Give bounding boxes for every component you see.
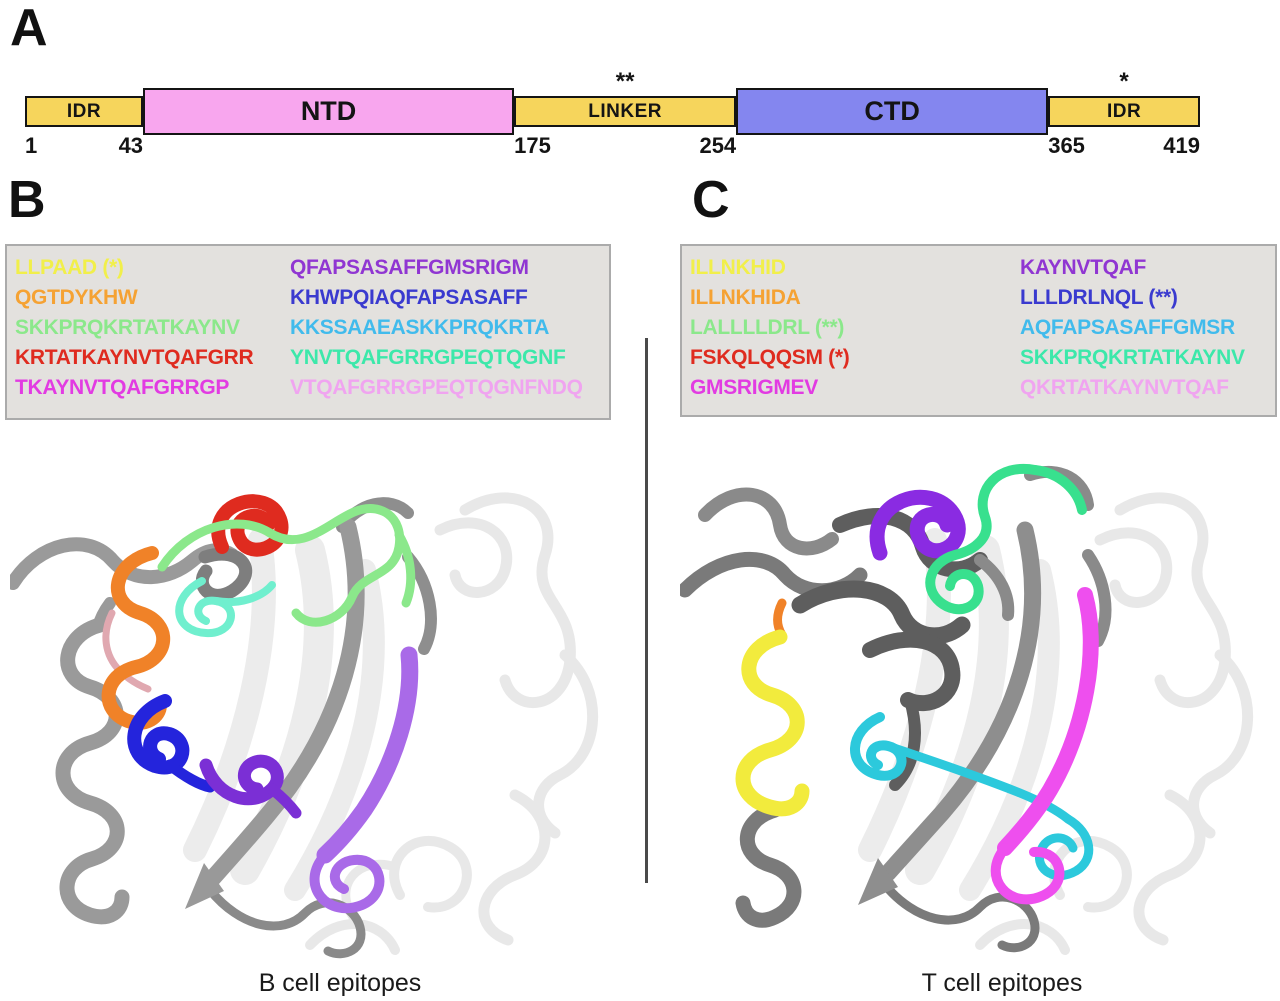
domain-architecture-bar: IDR NTD LINKER ** CTD IDR * [25, 68, 1200, 135]
epitope-sequence: YNVTQAFGRRGPEQTQGNF [290, 346, 566, 369]
b-epitope-column-2: QFAPSASAFFGMSRIGM KHWPQIAQFAPSASAFF KKSSAA… [290, 253, 583, 403]
epitope-sequence: LLPAAD (*) [15, 256, 124, 279]
epitope-sequence: KKSSAAEASKKPRQKRTA [290, 316, 550, 339]
beta-strand-arrowhead [185, 863, 224, 909]
epitope-sequence: ILLNKHID [690, 256, 786, 279]
residue-tick-254: 254 [699, 133, 737, 158]
t-cell-structure [677, 455, 1280, 965]
epitope-ribbon-springgreen [925, 463, 1087, 615]
domain-label: CTD [864, 96, 920, 126]
epitope-ribbon-aqua [175, 577, 276, 638]
epitope-sequence: SKKPRQKRTATKAYNV [15, 316, 240, 339]
t-ribbon-svg [677, 463, 1254, 955]
domain-box-idr-4: IDR * [1048, 68, 1200, 127]
residue-tick-365: 365 [1048, 133, 1085, 158]
residue-tick-labels: 1 43 175 254 365 419 [25, 133, 1200, 159]
residue-tick-419: 419 [1163, 133, 1200, 158]
domain-box-ntd-1: NTD [143, 88, 515, 135]
residue-tick-43: 43 [118, 133, 144, 158]
panel-c-label: C [692, 171, 730, 229]
epitope-sequence: VTQAFGRRGPEQTQGNFNDQ [290, 376, 583, 399]
panel-a-label: A [10, 0, 48, 57]
epitope-sequence: QKRTATKAYNVTQAF [1020, 376, 1229, 399]
epitope-ribbon-green [157, 504, 416, 627]
domain-box-ctd-3: CTD [736, 88, 1049, 135]
panel-b-label: B [8, 171, 46, 229]
ghost-beta-sheet [858, 528, 1060, 901]
ghost-protomer [305, 492, 599, 955]
residue-tick-175: 175 [514, 133, 551, 158]
panel-divider-line [645, 338, 648, 883]
epitope-sequence: KHWPQIAQFAPSASAFF [290, 286, 528, 309]
domain-annotation-asterisk: * [1119, 68, 1129, 95]
t-epitope-column-2: KAYNVTQAF LLLDRLNQL (**) AQFAPSASAFFGMSR SK… [1020, 253, 1245, 403]
epitope-sequence: GMSRIGMEV [690, 376, 818, 399]
epitope-ribbon-darkviolet [199, 754, 302, 819]
epitope-sequence: QFAPSASAFFGMSRIGM [290, 256, 529, 279]
epitope-sequence: LALLLLDRL (**) [690, 316, 845, 339]
domain-box-idr-0: IDR [25, 96, 144, 127]
t-cell-epitope-box: ILLNKHID ILLNKHIDA LALLLLDRL (**) FSKQLQQSM… [680, 244, 1277, 417]
t-epitope-column-1: ILLNKHID ILLNKHIDA LALLLLDRL (**) FSKQLQQSM… [690, 253, 850, 403]
b-ribbon-svg [6, 492, 599, 959]
epitope-ribbon-cyan [850, 712, 1094, 881]
domain-label: IDR [66, 100, 102, 122]
epitope-ribbon-violet-strand [309, 646, 419, 914]
residue-tick-1: 1 [25, 133, 38, 158]
epitope-sequence: AQFAPSASAFFGMSR [1020, 316, 1235, 339]
epitope-sequence: FSKQLQQSM (*) [690, 346, 850, 369]
epitope-sequence: SKKPRQKRTATKAYNV [1020, 346, 1245, 369]
epitope-sequence: ILLNKHIDA [690, 286, 801, 309]
b-cell-epitope-box: LLPAAD (*) QGTDYKHW SKKPRQKRTATKAYNV KRTATK… [5, 244, 611, 420]
domain-label: IDR [1106, 100, 1142, 122]
epitope-sequence: TKAYNVTQAFGRRGP [15, 376, 230, 399]
epitope-sequence: QGTDYKHW [15, 286, 138, 309]
epitope-sequence: KAYNVTQAF [1020, 256, 1147, 279]
domain-annotation-asterisk: ** [615, 68, 635, 95]
domain-label: NTD [300, 96, 357, 126]
b-epitope-column-1: LLPAAD (*) QGTDYKHW SKKPRQKRTATKAYNV KRTATK… [15, 253, 254, 403]
epitope-ribbon-magenta [990, 587, 1099, 905]
domain-label: LINKER [588, 100, 662, 122]
b-cell-structure [6, 465, 630, 965]
domain-box-linker-2: LINKER ** [514, 68, 737, 127]
epitope-sequence: LLLDRLNQL (**) [1020, 286, 1178, 309]
t-cell-caption: T cell epitopes [921, 969, 1083, 997]
b-cell-caption: B cell epitopes [258, 969, 422, 997]
ghost-protomer [975, 492, 1254, 955]
epitope-ribbon-yellow [735, 629, 810, 817]
epitope-ribbon-blue [127, 694, 216, 793]
epitope-ribbon-purple [869, 489, 966, 561]
epitope-sequence: KRTATKAYNVTQAFGRR [15, 346, 254, 369]
beta-strand-arrowhead [858, 858, 898, 905]
